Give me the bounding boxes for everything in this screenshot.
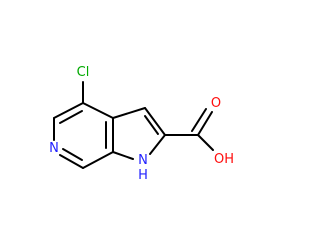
bond-c3a-c4 [82, 102, 114, 119]
bond-c4-c5-inner [59, 110, 83, 124]
pyridine-nitrogen-label: N [49, 141, 59, 156]
bond-c-o-double-a [197, 111, 213, 136]
pyrrole-nitrogen-label: N [138, 153, 148, 168]
pyrrole-hydrogen-label: H [138, 168, 148, 183]
hydroxyl-label: OH [214, 152, 234, 167]
bond-c3-c2 [144, 107, 166, 136]
bond-n6-c7 [59, 154, 84, 169]
bond-c-o-double-b [191, 108, 207, 132]
bond-c7-c7a [82, 151, 114, 169]
bond-n6-c7-inner [62, 148, 83, 161]
bond-n1-c7a [112, 151, 134, 160]
structure-canvas: Cl N N H O OH [49, 65, 234, 183]
bond-c4-c5 [53, 102, 84, 119]
bond-c-oh [197, 134, 214, 151]
bond-c3-c2-inner [144, 115, 159, 135]
chlorine-atom-label: Cl [77, 65, 90, 80]
bond-group [53, 81, 214, 169]
bond-c2-n1 [149, 134, 166, 155]
bond-c3a-c3 [112, 107, 146, 119]
carbonyl-oxygen-label: O [211, 96, 221, 111]
